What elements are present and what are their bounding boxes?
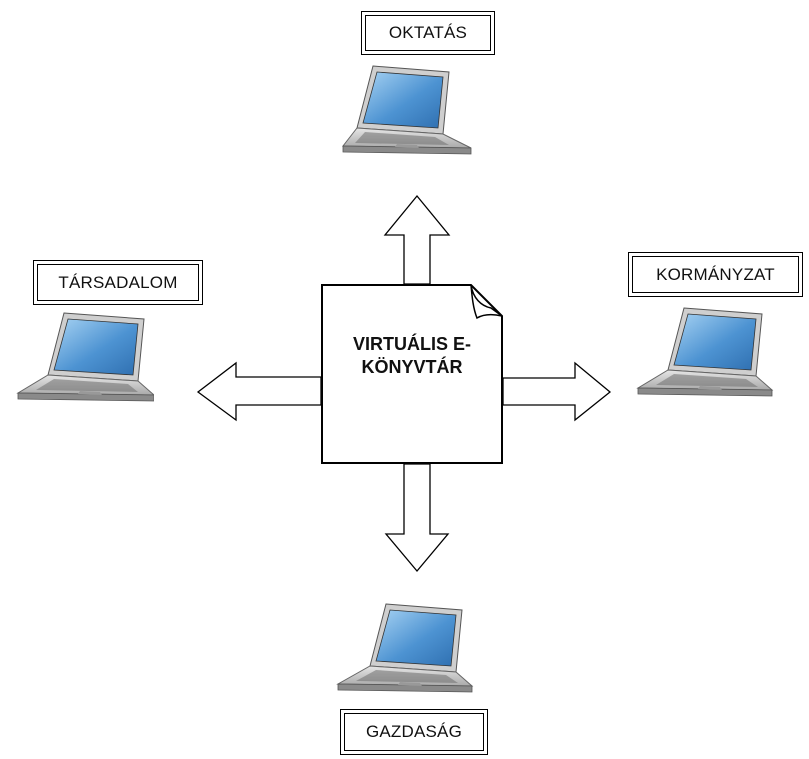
laptop-icon bbox=[16, 312, 154, 402]
node-label-left-text: TÁRSADALOM bbox=[37, 264, 199, 301]
arrow-down bbox=[384, 463, 450, 573]
laptop-icon bbox=[336, 603, 474, 693]
node-label-left: TÁRSADALOM bbox=[33, 260, 203, 305]
arrow-right bbox=[502, 361, 612, 422]
node-label-bottom-text: GAZDASÁG bbox=[344, 713, 484, 751]
document-icon bbox=[321, 284, 503, 464]
node-label-top: OKTATÁS bbox=[361, 11, 495, 55]
laptop-icon bbox=[341, 65, 472, 155]
center-title-line2: KÖNYVTÁR bbox=[361, 357, 463, 377]
laptop-icon bbox=[636, 307, 774, 397]
node-label-right-text: KORMÁNYZAT bbox=[632, 256, 799, 293]
center-title-line1: VIRTUÁLIS E- bbox=[352, 334, 471, 354]
node-label-right: KORMÁNYZAT bbox=[628, 252, 803, 297]
center-title: VIRTUÁLIS E- KÖNYVTÁR bbox=[321, 316, 503, 396]
node-label-top-text: OKTATÁS bbox=[365, 15, 491, 51]
arrow-left bbox=[196, 361, 322, 422]
arrow-up bbox=[383, 194, 451, 285]
node-label-bottom: GAZDASÁG bbox=[340, 709, 488, 755]
